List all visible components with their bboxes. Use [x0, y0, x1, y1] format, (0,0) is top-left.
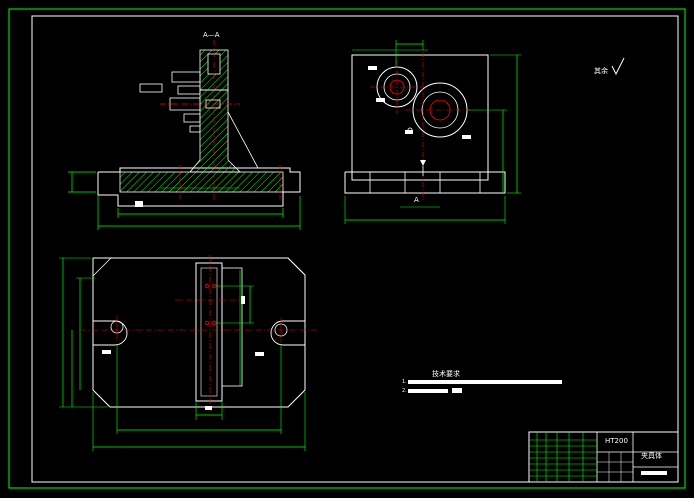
top-view — [59, 255, 318, 451]
tech-req-title: 技术要求 — [432, 370, 460, 378]
roughness-symbol — [611, 57, 625, 76]
tech-req-item-1: 1. — [402, 379, 407, 385]
tech-req-line-2 — [408, 389, 448, 393]
title-block — [528, 431, 679, 483]
tech-req-line-1 — [408, 380, 562, 384]
section-view-a-a — [68, 40, 301, 230]
outer-frame — [8, 8, 686, 489]
section-label: A—A — [203, 31, 220, 39]
material-label: HT200 — [605, 437, 628, 445]
tech-req-item-2: 2. — [402, 388, 407, 394]
inner-frame — [31, 15, 679, 483]
roughness-note: 其余 — [594, 67, 608, 75]
part-name-label: 夹具体 — [641, 452, 662, 460]
front-view — [344, 40, 521, 224]
section-arrow-label: A — [414, 196, 419, 204]
